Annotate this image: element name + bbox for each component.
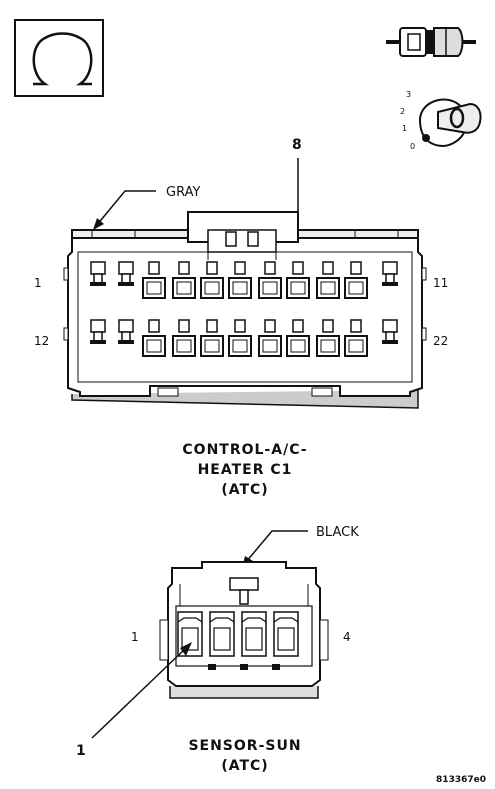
- key-position-1: 1: [402, 124, 407, 133]
- c1-pin-label-12: 12: [34, 334, 49, 348]
- sun-title-line2: (ATC): [221, 758, 268, 774]
- gray-leader-line: [95, 190, 156, 227]
- c1-cavity-top-4: [172, 261, 196, 299]
- sun-cavity-2: [209, 611, 235, 657]
- callout-1-leader: [91, 647, 187, 739]
- c1-cavity-bottom-3: [142, 319, 166, 357]
- sun-connector-body: [159, 561, 329, 699]
- c1-connector-body: [63, 211, 427, 409]
- c1-callout-8: 8: [292, 137, 302, 153]
- c1-cavity-bottom-5: [200, 319, 224, 357]
- c1-cavity-top-3: [142, 261, 166, 299]
- c1-title-line1: CONTROL-A/C-: [182, 442, 307, 458]
- c1-cavity-bottom-7: [258, 319, 282, 357]
- c1-cavity-top-8: [286, 261, 310, 299]
- sun-title-line1: SENSOR-SUN: [188, 738, 301, 754]
- c1-cavity-top-5: [200, 261, 224, 299]
- c1-cavity-top-1: [90, 261, 106, 286]
- c1-cavity-bottom-8: [286, 319, 310, 357]
- c1-cavity-bottom-10: [344, 319, 368, 357]
- figure-id: 813367e0: [436, 775, 486, 785]
- c1-cavity-bottom-11: [382, 319, 398, 344]
- sun-color-label: BLACK: [316, 525, 359, 540]
- sun-pin-label-1: 1: [131, 630, 139, 644]
- key-position-2: 2: [400, 107, 405, 116]
- c1-title-line3: (ATC): [221, 482, 268, 498]
- c1-cavity-top-9: [316, 261, 340, 299]
- sun-cavity-4: [273, 611, 299, 657]
- c1-cavity-top-10: [344, 261, 368, 299]
- c1-cavity-top-2: [118, 261, 134, 286]
- c1-cavity-bottom-4: [172, 319, 196, 357]
- c1-cavity-bottom-9: [316, 319, 340, 357]
- connector-plug-icon: [386, 27, 476, 57]
- key-position-3: 3: [406, 90, 411, 99]
- c1-color-label: GRAY: [166, 185, 200, 200]
- c1-cavity-top-11: [382, 261, 398, 286]
- sun-callout-1: 1: [76, 743, 86, 759]
- c1-cavity-bottom-1: [90, 319, 106, 344]
- callout-1-arrow: [180, 642, 192, 656]
- c1-cavity-bottom-6: [228, 319, 252, 357]
- c1-cavity-top-6: [228, 261, 252, 299]
- sun-cavity-3: [241, 611, 267, 657]
- c1-cavity-bottom-2: [118, 319, 134, 344]
- ignition-key-icon: 3 2 1 0: [400, 90, 482, 151]
- c1-cavity-top-7: [258, 261, 282, 299]
- c1-pin-label-1: 1: [34, 276, 42, 290]
- c1-pin-label-11: 11: [433, 276, 448, 290]
- c1-pin-label-22: 22: [433, 334, 448, 348]
- sun-pin-label-4: 4: [343, 630, 351, 644]
- key-position-0: 0: [410, 142, 415, 151]
- gray-leader-arrow: [93, 218, 104, 230]
- ohm-symbol-icon: [14, 19, 104, 97]
- black-leader-line: [245, 530, 308, 563]
- c1-title-line2: HEATER C1: [198, 462, 293, 478]
